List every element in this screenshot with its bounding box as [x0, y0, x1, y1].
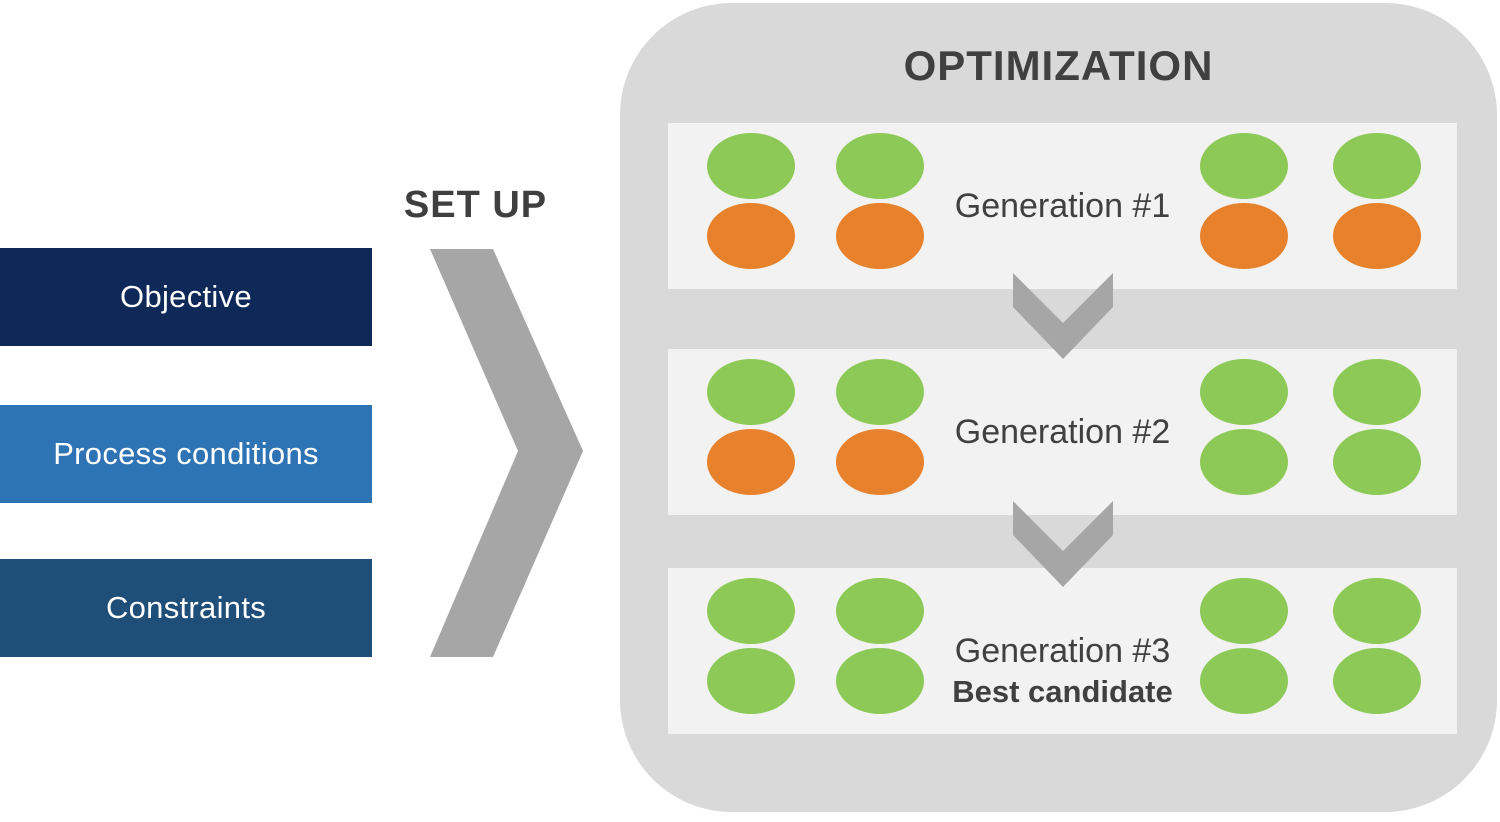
input-box-objective: Objective	[0, 248, 372, 346]
candidate-oval-green	[707, 359, 795, 425]
setup-heading: SET UP	[403, 184, 548, 226]
candidate-oval-green	[1200, 133, 1288, 199]
candidate-oval-orange	[1200, 203, 1288, 269]
candidate-oval-green	[1333, 359, 1421, 425]
input-box-constraints: Constraints	[0, 559, 372, 657]
candidate-oval-orange	[836, 203, 924, 269]
chevron-down-icon	[1013, 273, 1113, 359]
candidate-oval-green	[1200, 578, 1288, 644]
candidate-oval-green	[1333, 133, 1421, 199]
setup-chevron-right-icon	[430, 249, 583, 657]
optimization-title: OPTIMIZATION	[903, 42, 1214, 89]
generation-label: Generation #3	[954, 632, 1171, 671]
candidate-oval-green	[707, 578, 795, 644]
candidate-oval-green	[836, 578, 924, 644]
candidate-oval-green	[1200, 429, 1288, 495]
candidate-oval-green	[1200, 648, 1288, 714]
chevron-down-icon	[1013, 501, 1113, 587]
candidate-oval-green	[836, 359, 924, 425]
candidate-oval-orange	[836, 429, 924, 495]
generation-label: Generation #1	[954, 186, 1171, 225]
input-box-process-conditions: Process conditions	[0, 405, 372, 503]
objective-label: Objective	[120, 279, 252, 314]
generation-text-block: Generation #1	[668, 123, 1457, 289]
candidate-oval-green	[836, 648, 924, 714]
generation-row-1: Generation #1	[668, 123, 1457, 289]
candidate-oval-green	[1333, 648, 1421, 714]
best-candidate-label: Best candidate	[952, 673, 1173, 709]
constraints-label: Constraints	[105, 590, 267, 625]
generation-row-2: Generation #2	[668, 349, 1457, 515]
candidate-oval-orange	[707, 429, 795, 495]
candidate-oval-orange	[1333, 203, 1421, 269]
candidate-oval-orange	[707, 203, 795, 269]
generation-text-block: Generation #2	[668, 349, 1457, 515]
process-conditions-label: Process conditions	[53, 436, 319, 471]
candidate-oval-green	[1333, 429, 1421, 495]
candidate-oval-green	[1333, 578, 1421, 644]
candidate-oval-green	[707, 133, 795, 199]
candidate-oval-green	[836, 133, 924, 199]
candidate-oval-green	[1200, 359, 1288, 425]
candidate-oval-green	[707, 648, 795, 714]
generation-label: Generation #2	[954, 412, 1171, 451]
